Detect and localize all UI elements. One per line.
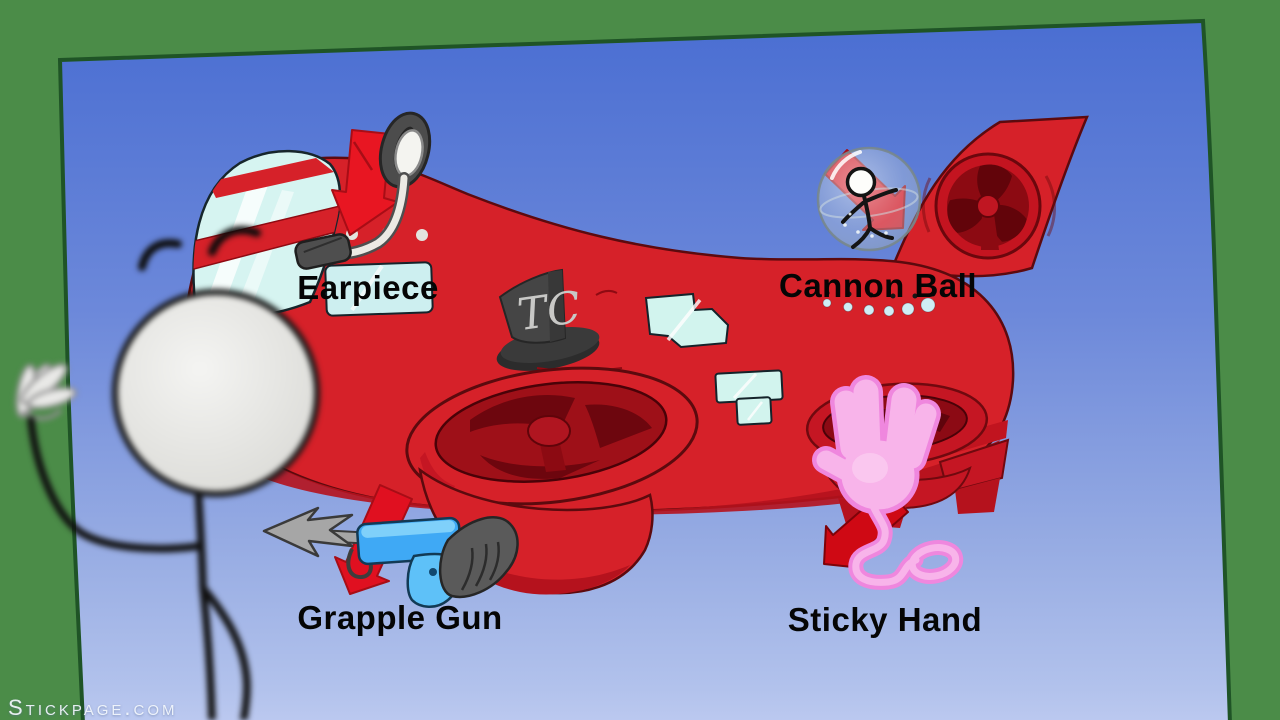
henry-head [112,289,320,497]
choice-earpiece[interactable]: Earpiece [297,269,439,306]
blue-porthole-dots [822,297,936,317]
waving-hand [15,363,77,421]
cockpit-window [192,149,342,319]
hull-windows [644,292,784,426]
grapple-hook [262,506,354,558]
choice-sticky-hand[interactable]: Sticky Hand [787,601,983,638]
stick-figure-in-ball [841,166,898,249]
stick-body [27,416,251,720]
bubble-specks [843,212,888,238]
earpiece-icon[interactable] [294,111,432,270]
glove-hand [438,516,519,599]
choice-cannon-ball[interactable]: Cannon Ball [778,267,978,304]
hamster-ball-icon[interactable] [816,146,922,252]
rivet-dots [824,290,936,299]
stickpage-watermark: Stickpage.com [8,695,178,720]
tail-turbine-icon [921,152,1056,260]
sticky-hand-icon[interactable] [812,375,964,590]
grapple-gun-icon[interactable] [262,484,519,608]
hat-monogram: TC [514,282,584,341]
top-hat-icon: TC [496,268,623,373]
hull-rear-step2 [955,478,1000,514]
side-window-band [324,261,434,317]
choice-grapple-gun[interactable]: Grapple Gun [297,599,503,636]
eyebrows [138,226,261,271]
hand-highlight [852,453,888,483]
